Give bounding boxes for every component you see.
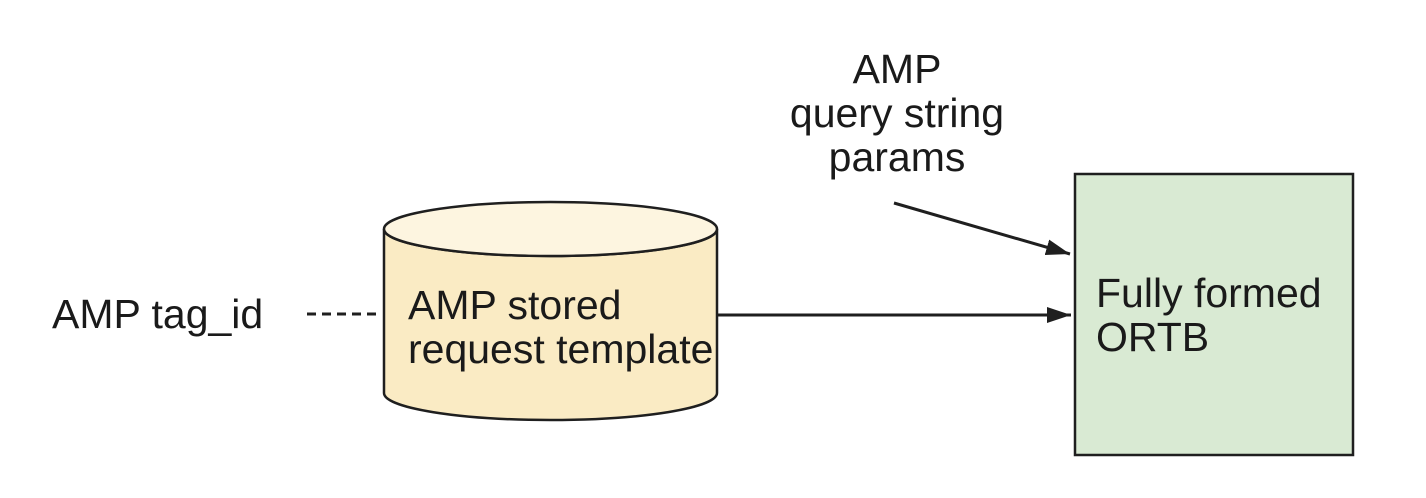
stored-request-cylinder-top <box>382 200 719 258</box>
query-params-to-ortb-arrow <box>893 201 1071 256</box>
ortb-box <box>1073 172 1355 457</box>
label-fully-formed-ortb: Fully formed ORTB <box>1096 270 1322 360</box>
label-amp-query-string-params: AMP query string params <box>789 46 1005 180</box>
label-stored-request-template: AMP stored request template <box>408 282 714 372</box>
label-amp-tag-id: AMP tag_id <box>52 291 264 337</box>
